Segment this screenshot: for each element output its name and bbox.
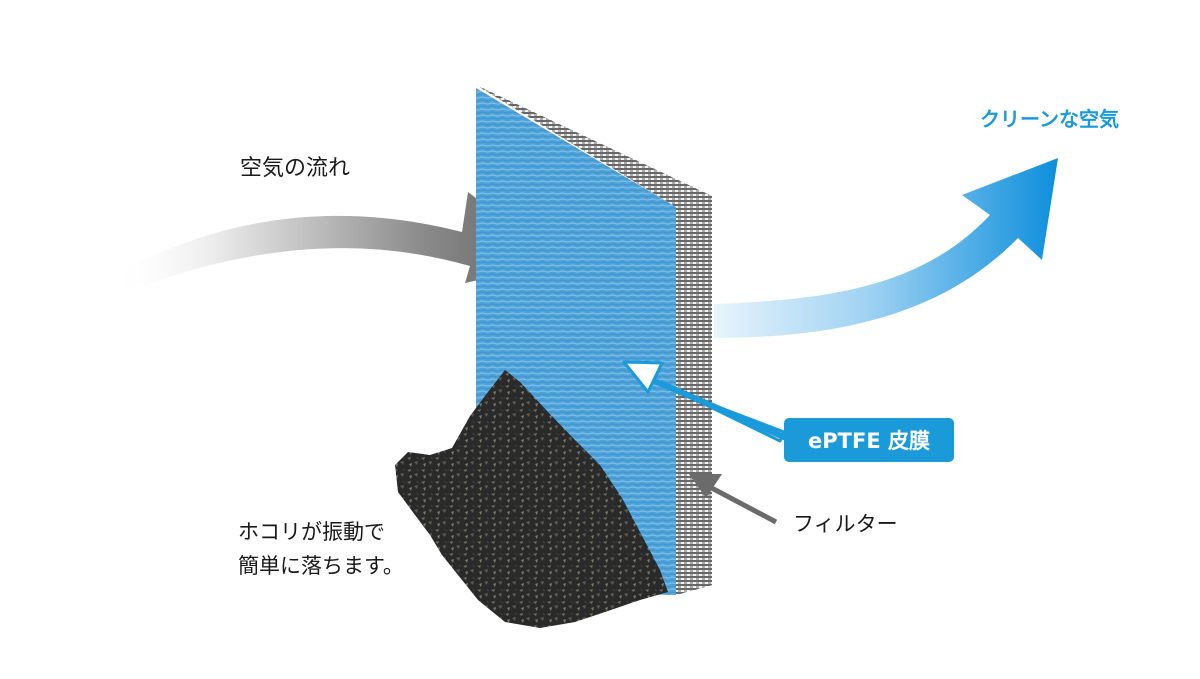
outgoing-airflow-arrow: [714, 158, 1058, 338]
incoming-airflow-arrow: [110, 192, 560, 290]
clean-air-label: クリーンな空気: [980, 107, 1119, 131]
eptfe-membrane-badge: ePTFE 皮膜: [784, 418, 954, 462]
dust-caption-line-1: ホコリが振動で: [238, 520, 385, 544]
membrane-pointer-arrow: [622, 360, 788, 443]
filter-label: フィルター: [793, 512, 898, 536]
filter-pointer-arrow: [689, 474, 778, 525]
dust-clump: [395, 370, 668, 628]
airflow-label: 空気の流れ: [240, 156, 351, 181]
dust-caption: ホコリが振動で 簡単に落ちます。: [238, 515, 404, 583]
dust-caption-line-2: 簡単に落ちます。: [238, 554, 404, 578]
